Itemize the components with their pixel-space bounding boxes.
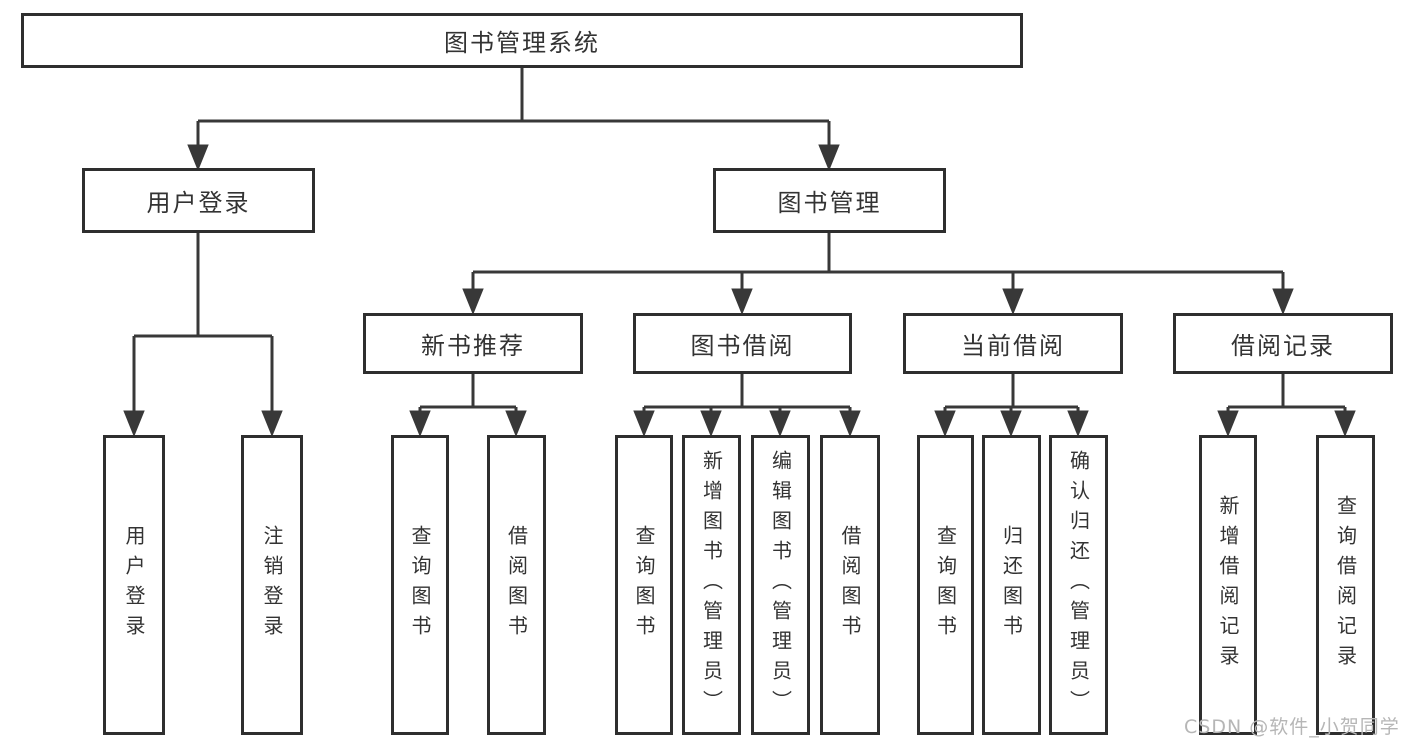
arrowhead [123, 410, 145, 437]
node-book-borrow: 图书借阅 [633, 313, 852, 374]
arrowhead [505, 410, 527, 437]
arrowhead [934, 410, 956, 437]
arrowhead [731, 288, 753, 315]
node-label: 查询图书 [632, 525, 656, 645]
node-leaf-bb-add-books-admin: 新增图书（管理员） [682, 435, 741, 735]
connector-borrow-records-children [1217, 374, 1356, 437]
node-current-borrow: 当前借阅 [903, 313, 1123, 374]
node-label: 图书管理系统 [444, 29, 600, 57]
arrowhead [1217, 410, 1239, 437]
connector-book-mgmt-to-level3 [462, 233, 1294, 315]
arrowhead [1272, 288, 1294, 315]
node-leaf-cb-query-books: 查询图书 [917, 435, 974, 735]
node-library-system-root: 图书管理系统 [21, 13, 1023, 68]
node-label: 查询图书 [933, 525, 958, 645]
node-label: 查询图书 [408, 525, 432, 645]
arrowhead [1334, 410, 1356, 437]
arrowhead [769, 410, 791, 437]
node-label: 借阅记录 [1231, 332, 1335, 360]
arrowhead [700, 410, 722, 437]
node-leaf-bb-borrow-books: 借阅图书 [820, 435, 880, 735]
node-leaf-bb-edit-books-admin: 编辑图书（管理员） [751, 435, 810, 735]
node-leaf-br-query-record: 查询借阅记录 [1316, 435, 1375, 735]
node-label: 当前借阅 [961, 332, 1065, 360]
node-leaf-cb-return-books: 归还图书 [982, 435, 1041, 735]
arrowhead [462, 288, 484, 315]
node-label: 图书管理 [777, 189, 882, 217]
node-label: 查询借阅记录 [1333, 495, 1358, 675]
node-book-mgmt-branch: 图书管理 [713, 168, 946, 233]
arrowhead [409, 410, 431, 437]
node-leaf-br-add-record: 新增借阅记录 [1199, 435, 1257, 735]
arrowhead [261, 410, 283, 437]
arrowhead [839, 410, 861, 437]
connector-new-book-children [409, 374, 527, 437]
node-leaf-nb-query-books: 查询图书 [391, 435, 449, 735]
connector-current-borrow-children [934, 374, 1089, 437]
connector-book-borrow-children [633, 374, 861, 437]
node-label: 借阅图书 [838, 525, 862, 645]
node-label: 新增图书（管理员） [699, 450, 724, 720]
node-new-book-recommend: 新书推荐 [363, 313, 583, 374]
node-label: 用户登录 [146, 189, 251, 217]
node-leaf-cb-confirm-return-admin: 确认归还（管理员） [1049, 435, 1108, 735]
node-label: 编辑图书（管理员） [768, 450, 793, 720]
node-leaf-user-login: 用户登录 [103, 435, 165, 735]
node-label: 归还图书 [999, 525, 1024, 645]
connector-user-login-children [123, 233, 283, 437]
node-leaf-nb-borrow-books: 借阅图书 [487, 435, 546, 735]
arrowhead [1002, 288, 1024, 315]
node-label: 图书借阅 [690, 332, 795, 360]
node-leaf-bb-query-books: 查询图书 [615, 435, 673, 735]
watermark: CSDN @软件_小贺同学 [1184, 716, 1400, 738]
arrowhead [1000, 410, 1022, 437]
node-label: 确认归还（管理员） [1066, 450, 1091, 720]
node-label: 借阅图书 [504, 525, 529, 645]
node-leaf-logout: 注销登录 [241, 435, 303, 735]
node-borrow-records: 借阅记录 [1173, 313, 1393, 374]
connector-root-to-level2 [187, 68, 840, 171]
arrowhead [1067, 410, 1089, 437]
node-label: 注销登录 [260, 525, 284, 645]
node-user-login-branch: 用户登录 [82, 168, 315, 233]
arrowhead [633, 410, 655, 437]
node-label: 用户登录 [122, 525, 146, 645]
arrowhead [187, 144, 209, 171]
node-label: 新书推荐 [421, 332, 525, 360]
node-label: 新增借阅记录 [1216, 495, 1240, 675]
arrowhead [818, 144, 840, 171]
